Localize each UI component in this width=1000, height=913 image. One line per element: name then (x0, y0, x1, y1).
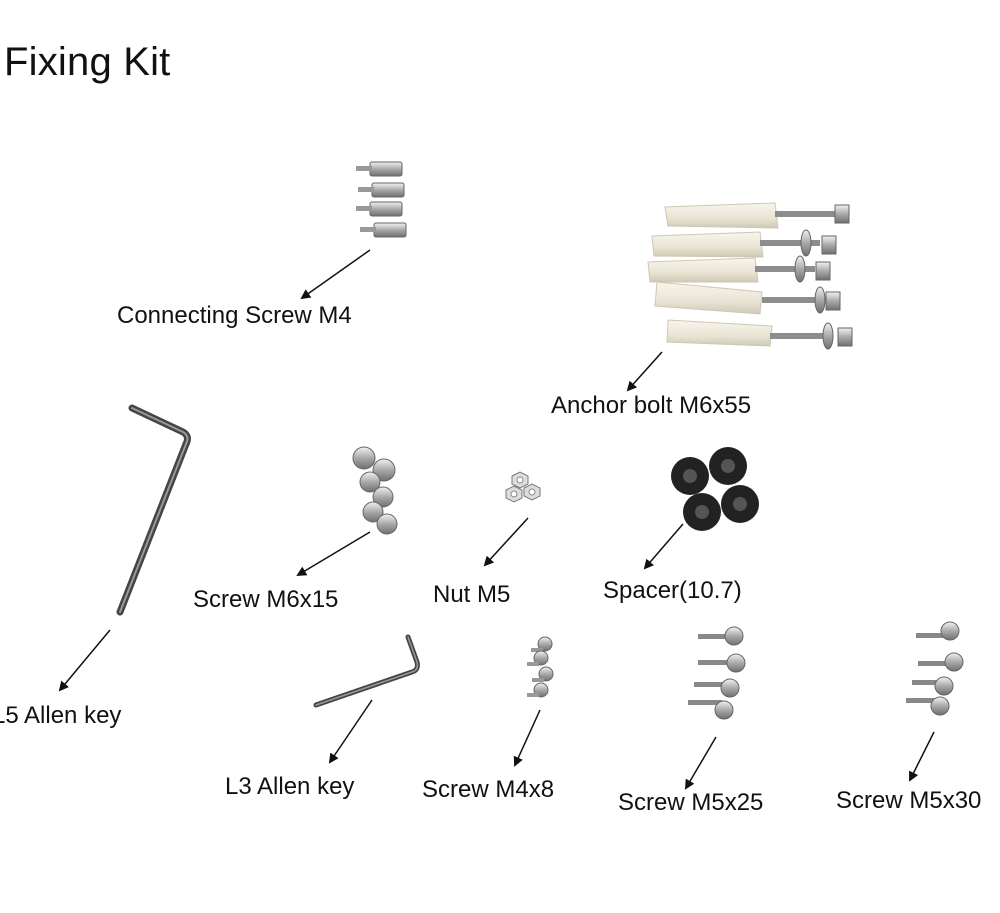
label-screw-m5x30: Screw M5x30 (836, 787, 982, 814)
l3-allen-key-image (313, 634, 420, 708)
anchor-bolt-image (647, 202, 853, 350)
label-l3-allen-key: L3 Allen key (225, 773, 355, 800)
label-screw-m5x25: Screw M5x25 (618, 789, 764, 816)
nut-m5-image (505, 471, 541, 503)
screw-m5x25-image (688, 626, 746, 720)
l5-allen-key-image (116, 404, 191, 616)
screw-m5x30-image (906, 621, 964, 716)
label-nut-m5: Nut M5 (433, 581, 511, 608)
spacer-image (671, 447, 759, 531)
label-anchor-bolt: Anchor bolt M6x55 (551, 392, 752, 419)
label-l5-allen-key: L5 Allen key (0, 702, 122, 729)
label-screw-m6x15: Screw M6x15 (193, 586, 339, 613)
label-spacer: Spacer(10.7) (603, 577, 742, 604)
page-title: Fixing Kit (4, 40, 171, 84)
label-connecting-screw: Connecting Screw M4 (117, 302, 352, 329)
screw-m4x8-image (527, 636, 554, 698)
connecting-screw-image (356, 161, 407, 238)
screw-m6x15-image (352, 446, 398, 535)
label-screw-m4x8: Screw M4x8 (422, 776, 555, 803)
